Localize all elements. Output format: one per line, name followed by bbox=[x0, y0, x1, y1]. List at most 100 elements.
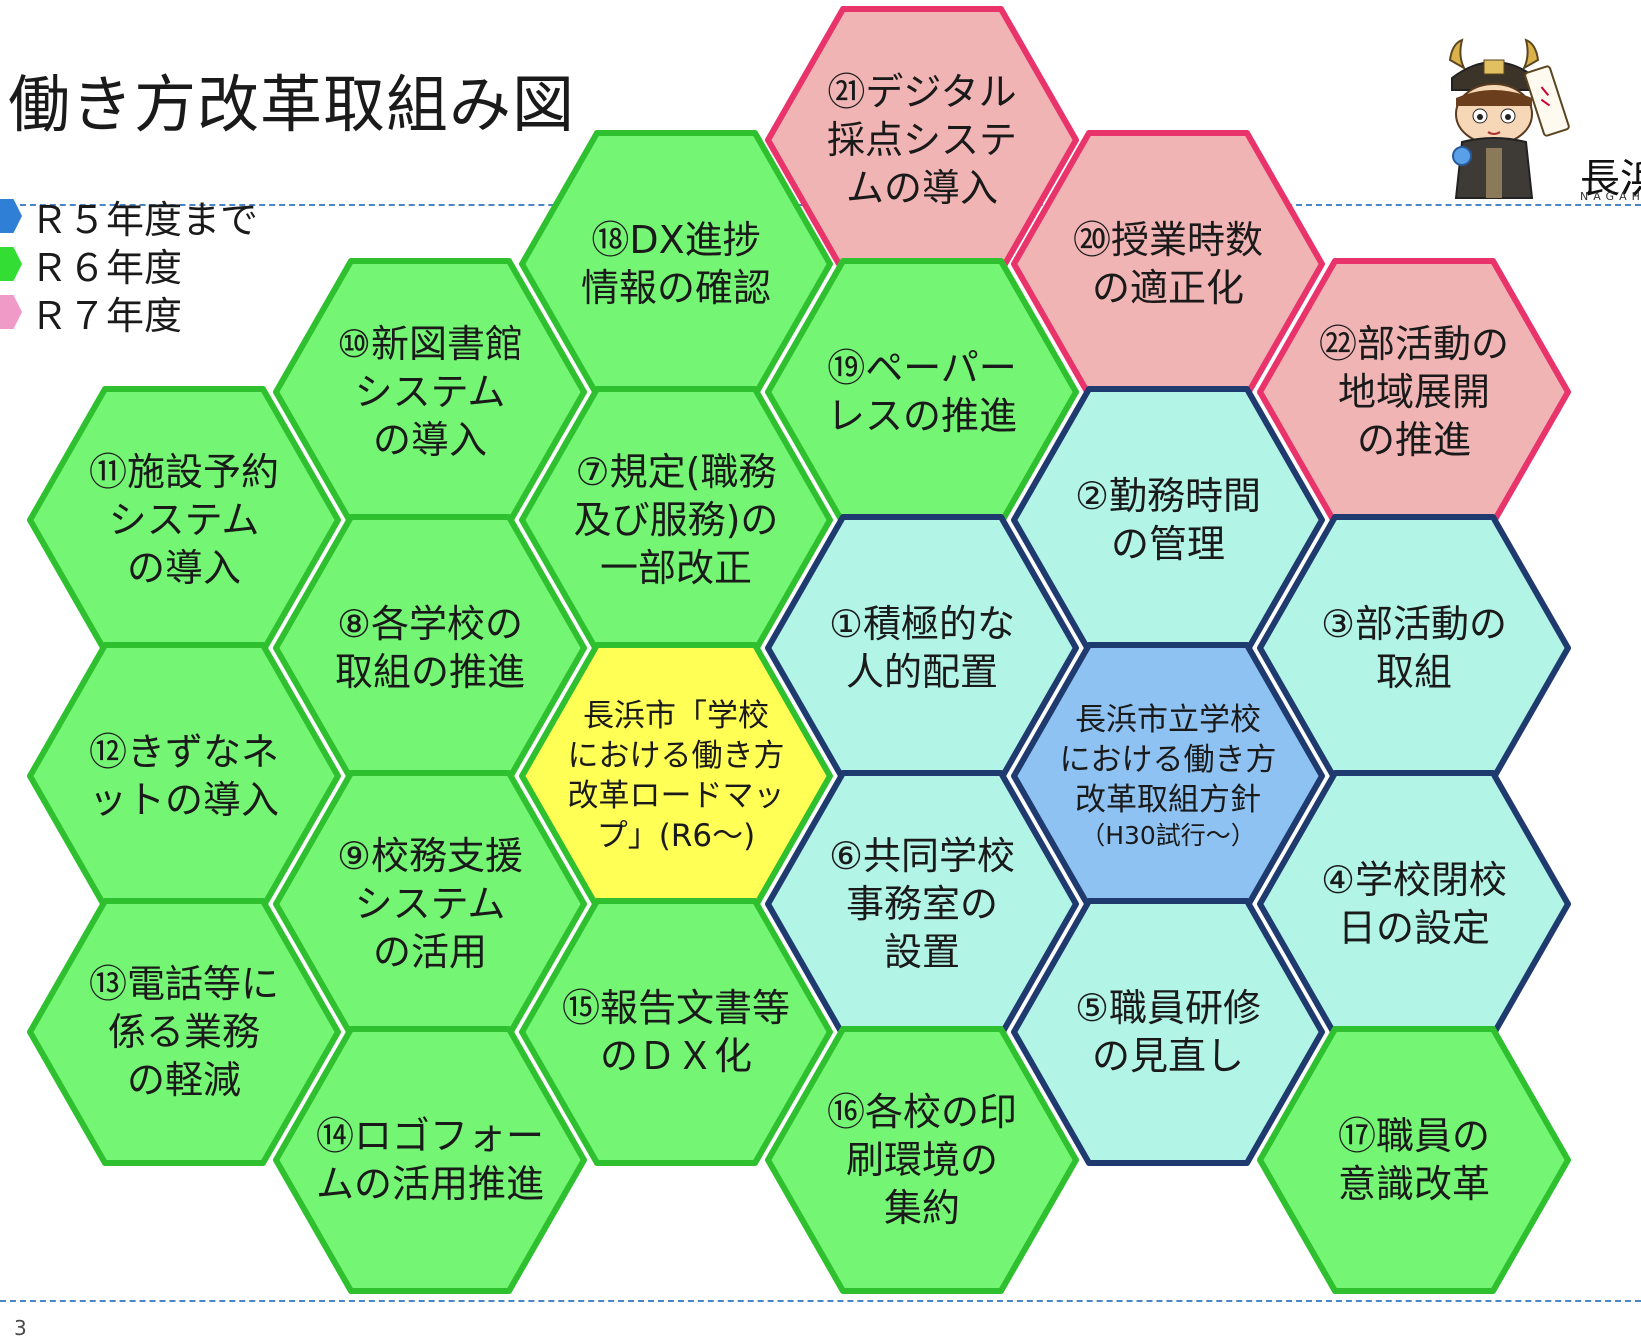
hexagon-shape bbox=[1257, 1026, 1571, 1294]
hexagon-label: ⑥共同学校事務室の設置 bbox=[764, 769, 1080, 1039]
hexagon-4: ④学校閉校日の設定 bbox=[1256, 769, 1572, 1039]
hexagon-label: ③部活動の取組 bbox=[1256, 513, 1572, 783]
hexagon-label-line: システム bbox=[108, 498, 260, 542]
hexagon-label-line: プ」(R6～) bbox=[596, 818, 756, 854]
hexagon-label: ⑤職員研修の見直し bbox=[1010, 897, 1326, 1167]
hexagon-label: ⑬電話等に係る業務の軽減 bbox=[26, 897, 342, 1167]
hexagon-label-line: 人的配置 bbox=[845, 650, 998, 694]
hexagon-label-line: 長浜市立学校 bbox=[1075, 702, 1261, 738]
hexagon-label-line: 一部改正 bbox=[599, 546, 752, 590]
hexagon-label-line: ⑫きずなネ bbox=[88, 730, 279, 774]
hexagon-label-line: の導入 bbox=[372, 418, 487, 462]
hexagon-label-line: の見直し bbox=[1091, 1034, 1244, 1078]
legend: Ｒ５年度まで Ｒ６年度 Ｒ７年度 bbox=[0, 192, 258, 338]
hexagon-label: ④学校閉校日の設定 bbox=[1256, 769, 1572, 1039]
hexagon-label-line: 地域展開 bbox=[1337, 370, 1490, 414]
hexagon-label-line: の活用 bbox=[372, 930, 487, 974]
hexagon-label-line: 改革取組方針 bbox=[1075, 782, 1261, 818]
hexagon-label-line: システム bbox=[354, 370, 506, 414]
hexagon-label: ⑦規定(職務及び服務)の一部改正 bbox=[518, 385, 834, 655]
hexagon-label-line: ①積極的な bbox=[828, 602, 1016, 646]
hexagon-shape bbox=[765, 1026, 1079, 1294]
hexagon-label-line: 取組 bbox=[1375, 650, 1452, 694]
hexagon-label-line: レスの推進 bbox=[826, 394, 1017, 438]
hexagon-label: ②勤務時間の管理 bbox=[1010, 385, 1326, 655]
hexagon-20: ⑳授業時数の適正化 bbox=[1010, 129, 1326, 399]
hexagon-label-line: ㉒部活動の bbox=[1318, 322, 1509, 366]
hexagon-label: ①積極的な人的配置 bbox=[764, 513, 1080, 783]
hexagon-label-line: ⑨校務支援 bbox=[336, 834, 524, 878]
page-title: 働き方改革取組み図 bbox=[8, 68, 576, 141]
hexagon-shape bbox=[273, 1026, 587, 1294]
hexagon-label-line: ⑪施設予約 bbox=[88, 450, 279, 494]
hexagon-label-line: における働き方 bbox=[567, 738, 785, 774]
hexagon-label-line: 長浜市「学校 bbox=[583, 698, 769, 734]
hexagon-13: ⑬電話等に係る業務の軽減 bbox=[26, 897, 342, 1167]
hexagon-label-line: ⑤職員研修 bbox=[1074, 986, 1262, 1030]
hexagon-15: ⑮報告文書等のＤＸ化 bbox=[518, 897, 834, 1167]
legend-marker-r7 bbox=[0, 295, 22, 329]
hexagon-label: 長浜市「学校における働き方改革ロードマップ」(R6～) bbox=[518, 641, 834, 911]
hexagon-19: ⑲ペーパーレスの推進 bbox=[764, 257, 1080, 527]
hexagon-label: ⑳授業時数の適正化 bbox=[1010, 129, 1326, 399]
hexagon-11: ⑪施設予約システムの導入 bbox=[26, 385, 342, 655]
hexagon-16: ⑯各校の印刷環境の集約 bbox=[764, 1025, 1080, 1295]
hexagon-label-line: ⑥共同学校 bbox=[828, 834, 1016, 878]
hexagon-label-line: ⑦規定(職務 bbox=[575, 450, 777, 494]
legend-item-r6: Ｒ６年度 bbox=[0, 240, 258, 290]
hexagon-label-line: ④学校閉校 bbox=[1320, 858, 1508, 902]
hexagon-label-line: のＤＸ化 bbox=[599, 1034, 752, 1078]
hexagon-label-line: ⑲ペーパー bbox=[827, 346, 1017, 390]
hexagon-label-line: 事務室の bbox=[845, 882, 998, 926]
hexagon-label: ⑭ロゴフォームの活用推進 bbox=[272, 1025, 588, 1295]
hexagon-label-line: ムの活用推進 bbox=[315, 1162, 544, 1206]
hexagon-label-line: 係る業務 bbox=[107, 1010, 260, 1054]
footer-divider bbox=[0, 1300, 1641, 1302]
hexagon-label: ⑰職員の意識改革 bbox=[1256, 1025, 1572, 1295]
hexagon-center: 長浜市立学校における働き方改革取組方針 （H30試行～） bbox=[1010, 641, 1326, 911]
hexagon-label-line: の適正化 bbox=[1091, 266, 1244, 310]
page-number: 3 bbox=[14, 1316, 27, 1340]
city-mascot-logo: 長浜市 NAGAHAMA bbox=[1440, 38, 1641, 206]
hexagon-14: ⑭ロゴフォームの活用推進 bbox=[272, 1025, 588, 1295]
hexagon-label-line: ⑭ロゴフォー bbox=[315, 1114, 544, 1158]
legend-label-r5: Ｒ５年度まで bbox=[30, 197, 259, 242]
hexagon-label-line: ⑯各校の印 bbox=[826, 1090, 1017, 1134]
hexagon-label: ⑲ペーパーレスの推進 bbox=[764, 257, 1080, 527]
hexagon-label-line: ⑧各学校の bbox=[336, 602, 524, 646]
hexagon-label-line: ットの導入 bbox=[88, 778, 279, 822]
hexagon-label-line: システム bbox=[354, 882, 506, 926]
legend-marker-r6 bbox=[0, 247, 22, 281]
hexagon-label: ㉒部活動の地域展開の推進 bbox=[1256, 257, 1572, 527]
legend-item-r5: Ｒ５年度まで bbox=[0, 192, 258, 242]
hexagon-label-line: 及び服務)の bbox=[573, 498, 779, 542]
hexagon-label-line: ⑰職員の bbox=[1337, 1114, 1490, 1158]
legend-item-r7: Ｒ７年度 bbox=[0, 288, 258, 338]
hexagon-17: ⑰職員の意識改革 bbox=[1256, 1025, 1572, 1295]
hexagon-label-line: 改革ロードマッ bbox=[567, 778, 785, 814]
hexagon-road: 長浜市「学校における働き方改革ロードマップ」(R6～) bbox=[518, 641, 834, 911]
hexagon-label-line: の導入 bbox=[126, 546, 241, 590]
legend-label-r6: Ｒ６年度 bbox=[30, 245, 183, 290]
hexagon-label-line: 日の設定 bbox=[1337, 906, 1490, 950]
hexagon-5: ⑤職員研修の見直し bbox=[1010, 897, 1326, 1167]
hexagon-18: ⑱DX進捗情報の確認 bbox=[518, 129, 834, 399]
legend-label-r7: Ｒ７年度 bbox=[30, 293, 183, 338]
logo-subtext: NAGAHAMA bbox=[1580, 190, 1641, 203]
hexagon-label: ⑪施設予約システムの導入 bbox=[26, 385, 342, 655]
hexagon-7: ⑦規定(職務及び服務)の一部改正 bbox=[518, 385, 834, 655]
hexagon-1: ①積極的な人的配置 bbox=[764, 513, 1080, 783]
hexagon-label-line: ⑬電話等に bbox=[88, 962, 279, 1006]
hexagon-label-subtext: （H30試行～） bbox=[1080, 821, 1256, 850]
hexagon-label-line: 設置 bbox=[883, 930, 960, 974]
hexagon-label: ⑱DX進捗情報の確認 bbox=[518, 129, 834, 399]
hexagon-label: ⑧各学校の取組の推進 bbox=[272, 513, 588, 783]
hexagon-label-line: ムの導入 bbox=[845, 166, 998, 210]
hexagon-label-line: における働き方 bbox=[1059, 742, 1277, 778]
hexagon-shape bbox=[519, 898, 833, 1166]
hexagon-label-line: ⑱DX進捗 bbox=[591, 218, 761, 262]
hexagon-label-line: 取組の推進 bbox=[334, 650, 525, 694]
hexagon-label-line: 採点システ bbox=[826, 118, 1017, 162]
hexagon-shape bbox=[27, 898, 341, 1166]
hexagon-label-line: ㉑デジタル bbox=[827, 70, 1017, 114]
